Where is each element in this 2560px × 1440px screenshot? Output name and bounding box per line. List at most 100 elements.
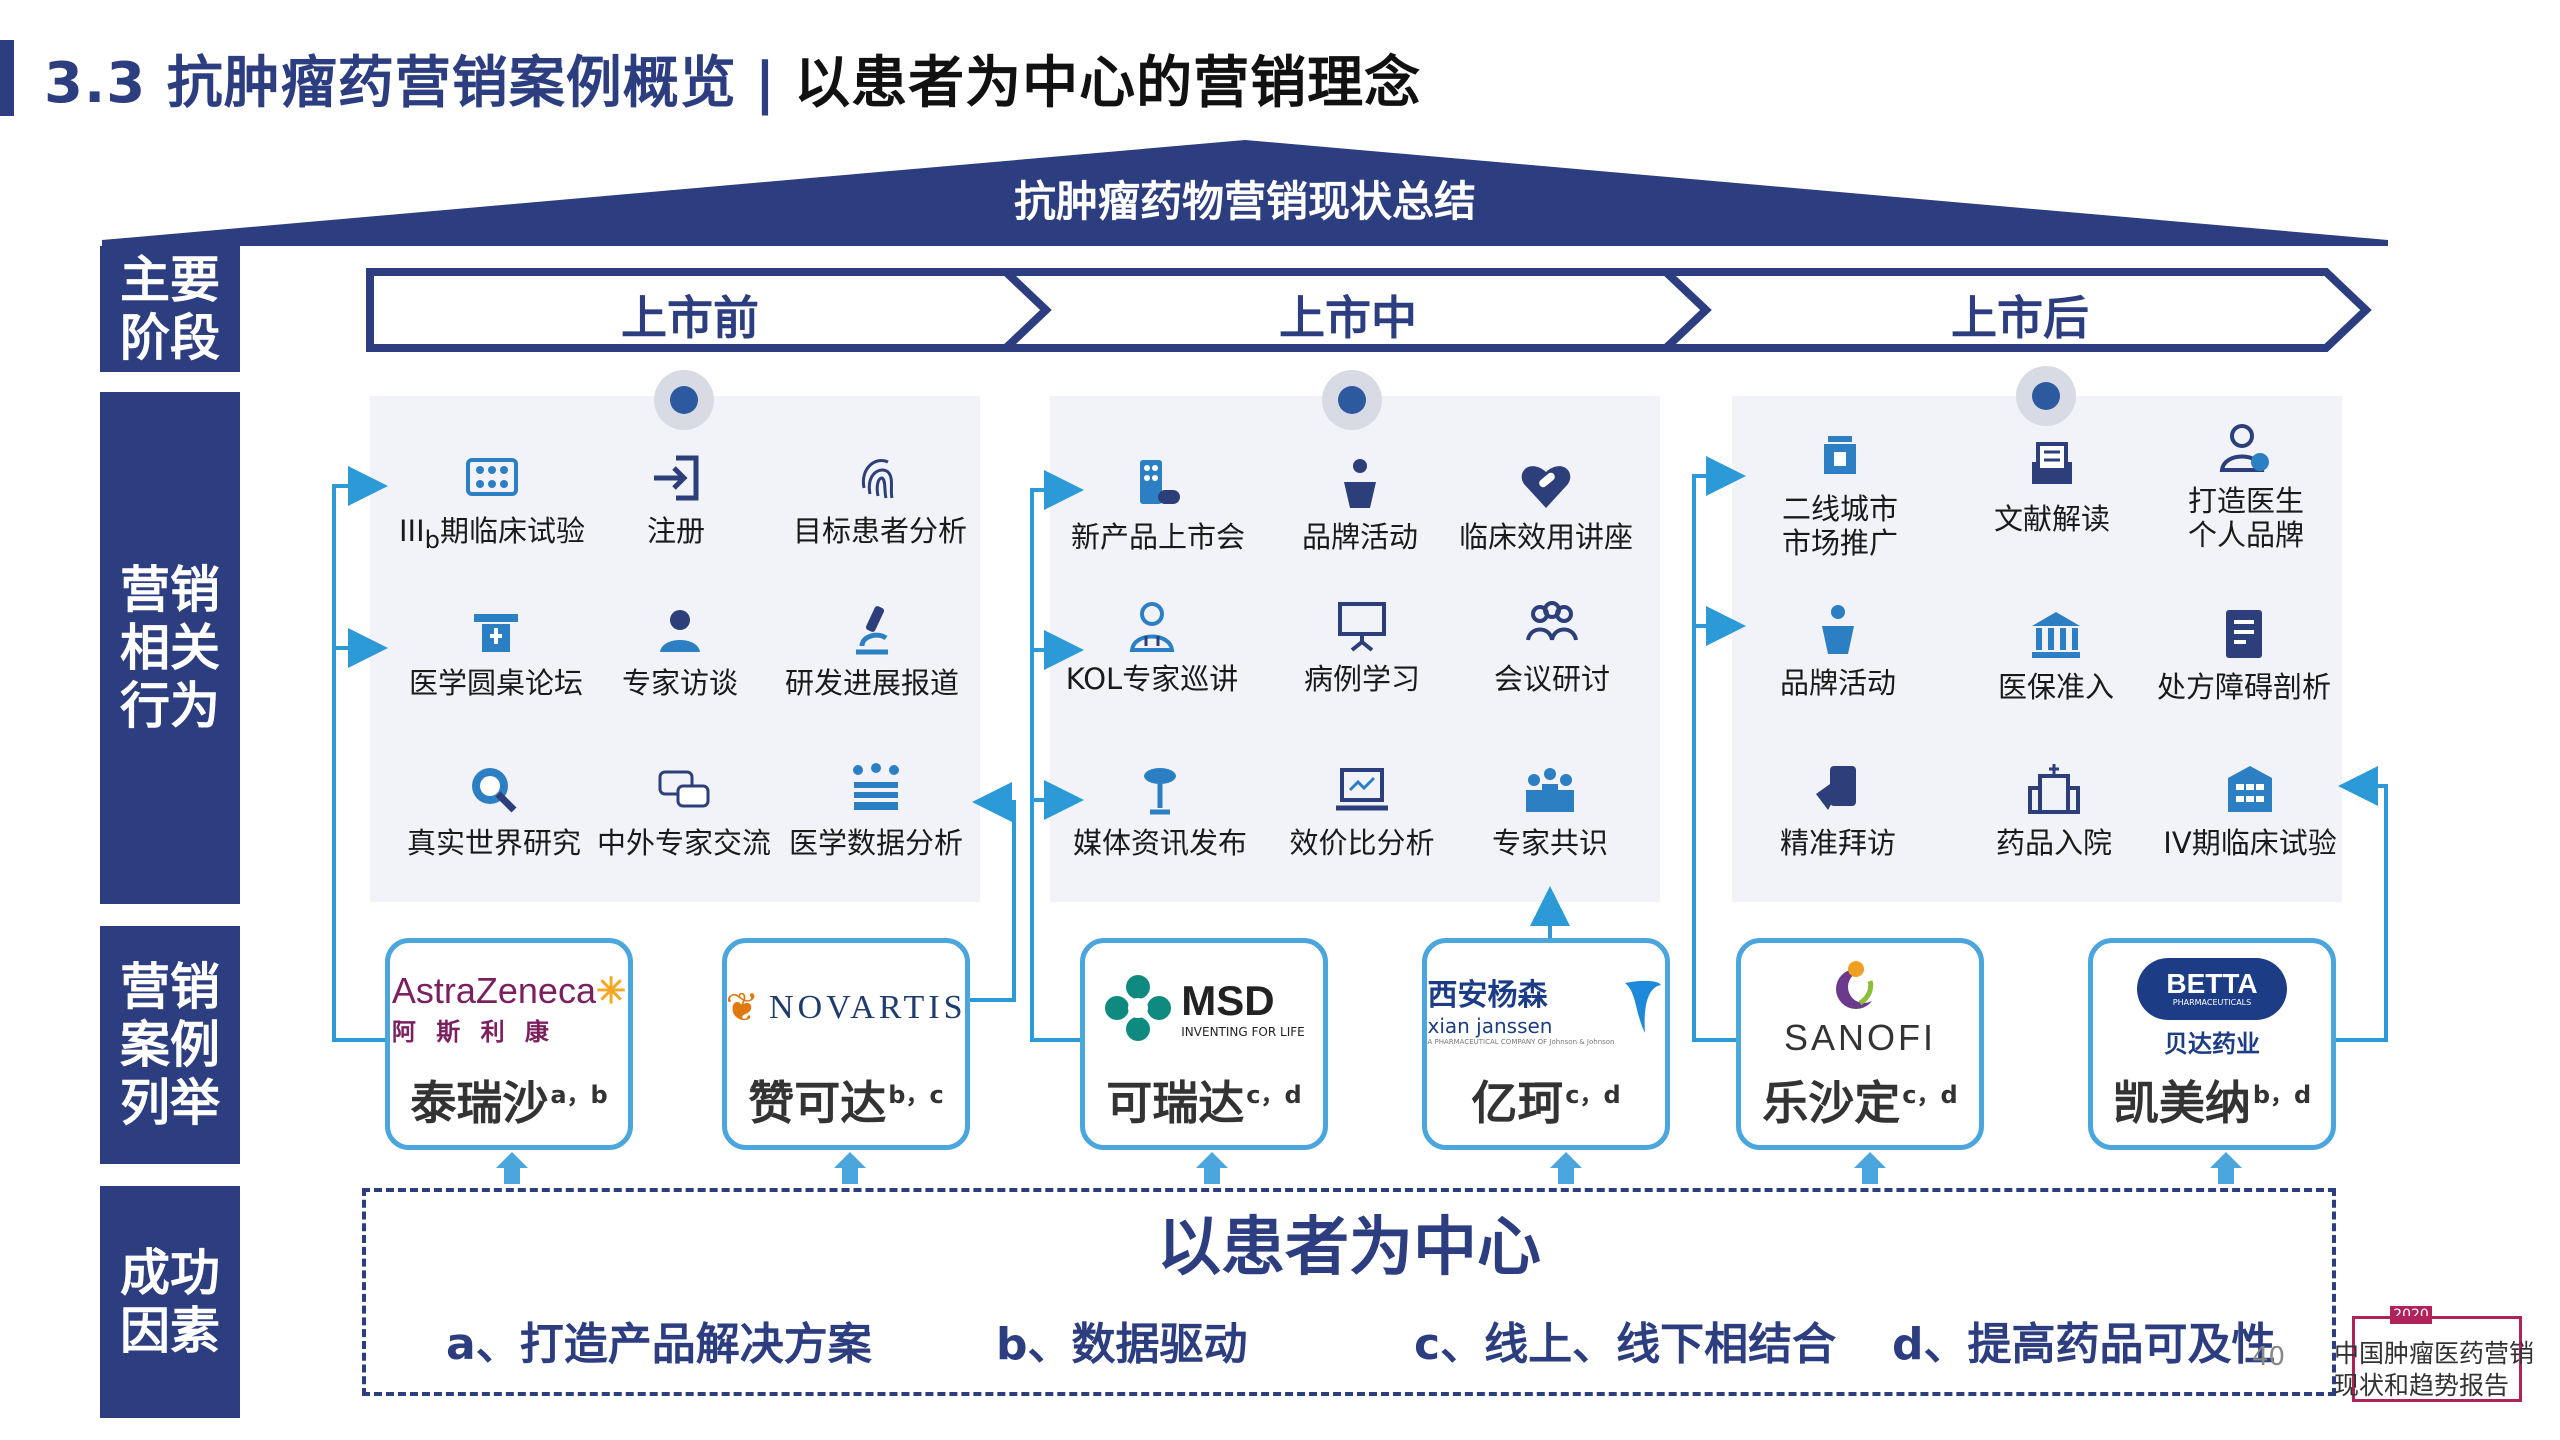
data-network-icon xyxy=(853,763,899,810)
item-label: 精准拜访 xyxy=(1779,826,1896,860)
trial-building-icon xyxy=(2228,766,2272,812)
stage-label-mid: 上市中 xyxy=(1279,291,1417,345)
success-factor: d、提高药品可及性 xyxy=(1892,1319,2276,1370)
behavior-item: 新产品上市会 xyxy=(1058,454,1258,554)
speaker-podium-icon xyxy=(1344,459,1376,508)
page-title: 3.3 抗肿瘤药营销案例概览|以患者为中心的营销理念 xyxy=(44,38,1421,119)
janssen-emblem-icon xyxy=(1624,980,1661,1033)
behavior-item: 注册 xyxy=(576,448,776,548)
behavior-item: 临床效用讲座 xyxy=(1446,454,1646,554)
doctor-icon xyxy=(1129,602,1175,652)
side-label-factors-text: 成功因素 xyxy=(120,1244,220,1360)
doctor-brand-icon xyxy=(2219,424,2269,472)
behavior-item: 病例学习 xyxy=(1262,596,1462,696)
success-factor: c、线上、线下相结合 xyxy=(1414,1319,1837,1370)
chat-bubbles-icon xyxy=(658,770,710,808)
behavior-item: 品牌活动 xyxy=(1738,600,1938,700)
behavior-item: 目标患者分析 xyxy=(780,448,980,548)
item-label: 研发进展报道 xyxy=(784,666,959,700)
behavior-item: 中外专家交流 xyxy=(584,760,784,860)
behavior-item: 专家访谈 xyxy=(580,600,780,700)
expert-interview-icon xyxy=(660,610,700,652)
item-label: 新产品上市会 xyxy=(1070,520,1245,554)
behavior-item: 处方障碍剖析 xyxy=(2144,604,2344,704)
side-label-stages: 主要阶段 xyxy=(100,246,240,372)
drug-name: 乐沙定c，d xyxy=(1762,1076,1958,1130)
stage-dot-post xyxy=(2016,366,2076,426)
item-label: 注册 xyxy=(646,514,705,548)
msd-logo: MSD INVENTING FOR LIFE xyxy=(1085,953,1323,1063)
sanofi-bird-icon xyxy=(1836,961,1880,1009)
roof-title: 抗肿瘤药物营销现状总结 xyxy=(1013,177,1476,226)
heart-pill-icon xyxy=(1521,466,1571,508)
document-read-icon xyxy=(2032,442,2072,484)
subtitle: 以患者为中心的营销理念 xyxy=(794,51,1422,116)
drug-name: 可瑞达c，d xyxy=(1106,1076,1302,1130)
item-label: 媒体资讯发布 xyxy=(1072,826,1247,860)
item-label: 二线城市 市场推广 xyxy=(1781,492,1898,560)
case-card-sanofi: SANOFI 乐沙定c，d xyxy=(1736,938,1984,1150)
item-label: 真实世界研究 xyxy=(406,826,581,860)
item-label: 品牌活动 xyxy=(1779,666,1896,700)
success-factor: b、数据驱动 xyxy=(996,1319,1248,1370)
astrazeneca-logo: AstraZeneca✳ 阿 斯 利 康 xyxy=(391,969,627,1046)
stage-dot-mid xyxy=(1322,370,1382,430)
presentation-board-icon xyxy=(1338,602,1386,652)
side-label-stages-text: 主要阶段 xyxy=(120,251,220,367)
side-label-cases: 营销案例列举 xyxy=(100,926,240,1164)
item-label: 处方障碍剖析 xyxy=(2156,670,2331,704)
item-label: 医学圆桌论坛 xyxy=(408,666,583,700)
up-arrow-icon xyxy=(2210,1152,2242,1184)
item-label: 目标患者分析 xyxy=(792,514,967,548)
side-label-behaviors: 营销相关行为 xyxy=(100,392,240,904)
behavior-item: 精准拜访 xyxy=(1738,760,1938,860)
case-card-msd: MSD INVENTING FOR LIFE 可瑞达c，d xyxy=(1080,938,1328,1150)
case-card-astrazeneca: AstraZeneca✳ 阿 斯 利 康 泰瑞沙a，b xyxy=(385,938,633,1150)
roof-banner xyxy=(102,140,2388,246)
item-label: 医学数据分析 xyxy=(788,826,963,860)
report-stamp: 2020 中国肿瘤医药营销 现状和趋势报告 xyxy=(2334,1306,2535,1402)
behavior-item: 专家共识 xyxy=(1450,760,1650,860)
behavior-item: 医学数据分析 xyxy=(776,760,976,860)
item-label: 专家访谈 xyxy=(621,666,738,700)
behavior-item: 文献解读 xyxy=(1952,436,2152,536)
behavior-item: KOL专家巡讲 xyxy=(1052,596,1252,696)
microphone-icon xyxy=(1144,768,1176,815)
stage-label-post: 上市后 xyxy=(1951,291,2089,345)
consensus-people-icon xyxy=(1526,768,1574,812)
behavior-item: 真实世界研究 xyxy=(394,760,594,860)
item-label: 药品入院 xyxy=(1995,826,2112,860)
stage-label-pre: 上市前 xyxy=(621,291,759,345)
globe-search-icon xyxy=(472,768,517,813)
new-product-icon xyxy=(1140,460,1180,504)
fingerprint-icon xyxy=(861,459,894,499)
item-label: 中外专家交流 xyxy=(596,826,771,860)
item-label: 效价比分析 xyxy=(1289,826,1435,860)
item-label: 病例学习 xyxy=(1303,662,1420,696)
drug-name: 凯美纳b，d xyxy=(2112,1076,2312,1130)
item-label: 品牌活动 xyxy=(1301,520,1418,554)
side-label-behaviors-text: 营销相关行为 xyxy=(120,561,220,735)
podium-icon xyxy=(474,614,518,652)
microscope-icon xyxy=(856,606,888,655)
up-arrow-icon xyxy=(1196,1152,1228,1184)
behavior-item: 研发进展报道 xyxy=(772,600,972,700)
stage-dot-pre xyxy=(654,370,714,430)
item-label: KOL专家巡讲 xyxy=(1065,662,1239,696)
up-arrow-icon xyxy=(496,1152,528,1184)
brand-event-icon xyxy=(1822,605,1854,654)
behavior-item: 效价比分析 xyxy=(1262,760,1462,860)
behavior-item: IIIb期临床试验 xyxy=(392,448,592,557)
side-label-cases-text: 营销案例列举 xyxy=(120,958,220,1132)
behavior-item: 二线城市 市场推广 xyxy=(1740,426,1940,560)
item-label: 打造医生 个人品牌 xyxy=(2187,484,2304,552)
behavior-item: IV期临床试验 xyxy=(2150,760,2350,860)
up-arrow-icon xyxy=(1854,1152,1886,1184)
item-label: IV期临床试验 xyxy=(2163,826,2337,860)
government-building-icon xyxy=(2032,612,2080,658)
item-label: IIIb期临床试验 xyxy=(398,514,586,554)
page-number: 40 xyxy=(2252,1342,2286,1372)
behavior-item: 打造医生 个人品牌 xyxy=(2146,418,2346,552)
betta-logo: BETTA PHARMACEUTICALS 贝达药业 xyxy=(2093,953,2331,1063)
novartis-logo: ❦ NOVARTIS xyxy=(725,985,967,1031)
